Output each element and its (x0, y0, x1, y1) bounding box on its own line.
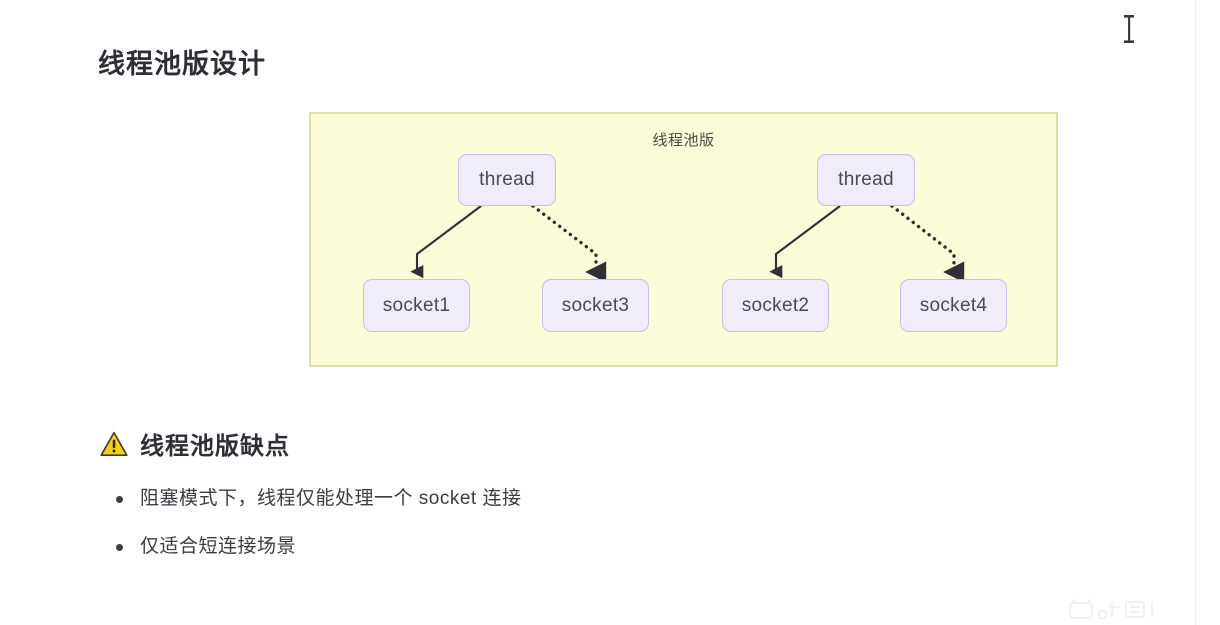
drawbacks-heading: 线程池版缺点 (100, 426, 290, 461)
right-gutter (1197, 0, 1220, 625)
edge-thread1-socket1 (410, 205, 482, 279)
edge-thread2-socket4 (890, 204, 965, 283)
node-thread-2[interactable]: thread (817, 154, 915, 206)
node-thread-1[interactable]: thread (458, 154, 556, 206)
node-socket-1[interactable]: socket1 (363, 279, 470, 332)
page-title: 线程池版设计 (98, 49, 266, 80)
drawbacks-heading-text: 线程池版缺点 (140, 433, 290, 460)
list-item: 阻塞模式下，线程仅能处理一个 socket 连接 (112, 489, 521, 508)
edge-thread2-socket2 (769, 205, 841, 279)
diagram-title: 线程池版 (652, 132, 715, 149)
warning-triangle-icon (100, 431, 128, 456)
drawbacks-list: 阻塞模式下，线程仅能处理一个 socket 连接 仅适合短连接场景 (112, 489, 521, 585)
thread-pool-diagram: 线程池版 thread thread socket1 socket3 socke… (309, 112, 1058, 367)
node-socket-2[interactable]: socket2 (722, 279, 829, 332)
text-ibeam-cursor (1124, 15, 1134, 43)
watermark-logo-icon (1069, 599, 1153, 619)
list-item: 仅适合短连接场景 (112, 537, 521, 556)
node-socket-3[interactable]: socket3 (542, 279, 649, 332)
node-socket-4[interactable]: socket4 (900, 279, 1007, 332)
edge-thread1-socket3 (531, 204, 607, 283)
